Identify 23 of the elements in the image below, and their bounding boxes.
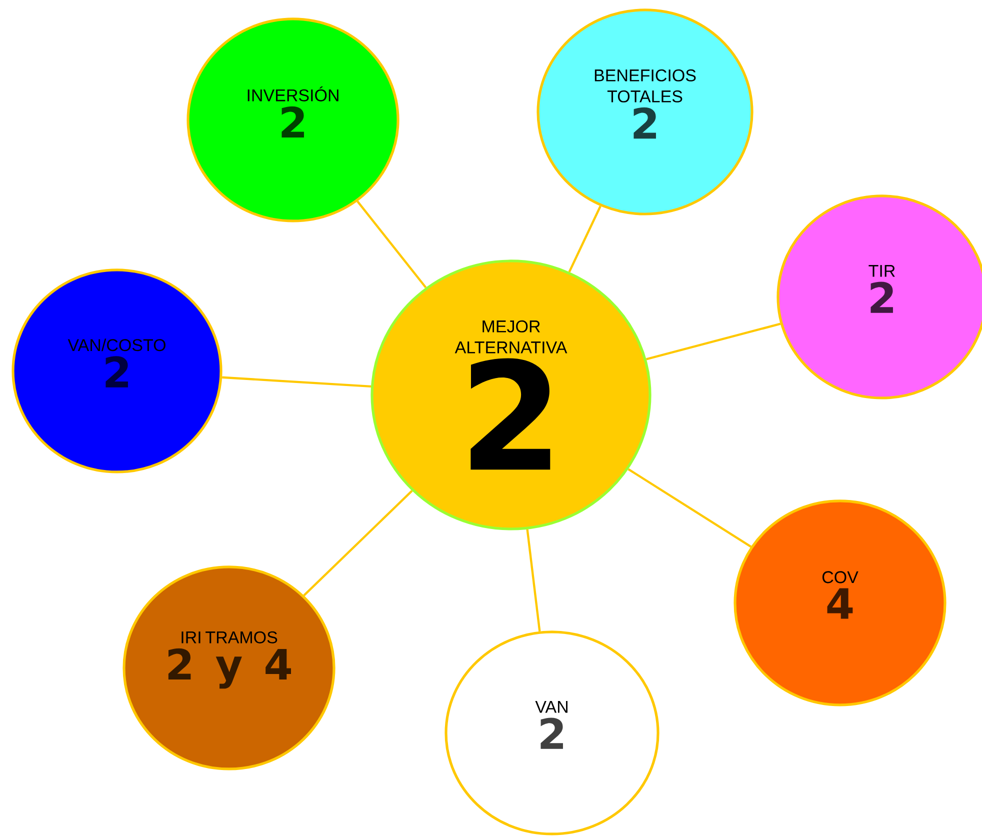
connector-line: [303, 490, 413, 596]
topic-circle: [734, 500, 946, 706]
connector-line: [628, 468, 752, 548]
connector-line: [356, 200, 427, 288]
topic-label: VAN/COSTO 2: [68, 338, 166, 388]
topic-circle: [536, 8, 754, 216]
connector-line: [568, 206, 602, 272]
central-label: MEJOR ALTERNATIVA 2: [454, 320, 568, 470]
connector-line: [222, 376, 372, 388]
topic-circle: [776, 194, 982, 400]
connector-line: [526, 529, 541, 632]
central-circle: [370, 260, 652, 530]
topic-label: COV 4: [822, 571, 858, 619]
topic-label: INVERSIÓN 2: [248, 86, 338, 138]
topic-label: TIR 2: [868, 265, 895, 313]
connector-line: [646, 322, 781, 360]
topic-circle: [122, 566, 336, 770]
topic-label: BENEFICIOS TOTALES 2: [594, 69, 696, 139]
topic-circle: [12, 268, 222, 474]
topic-circle: [186, 18, 400, 222]
topic-label: VAN 2: [535, 701, 568, 749]
topic-label: IRI TRAMOS 2 y 4: [168, 631, 291, 689]
topic-circle: [444, 630, 660, 836]
